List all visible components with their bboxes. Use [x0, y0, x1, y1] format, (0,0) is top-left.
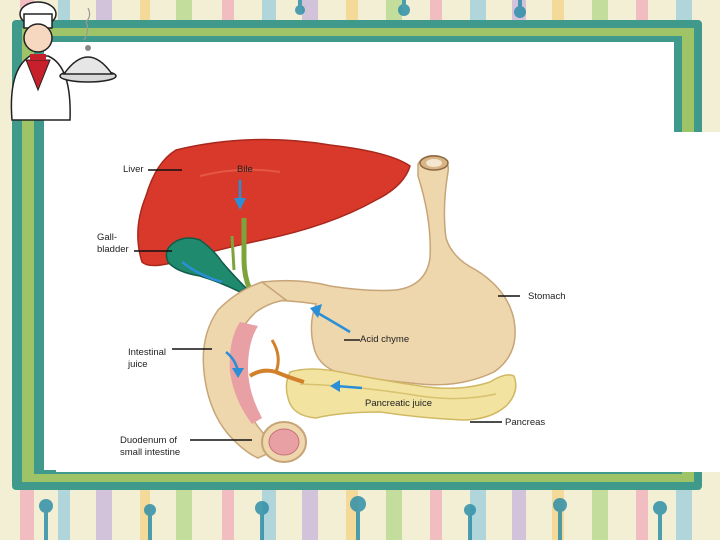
- label-liver: Liver: [123, 164, 144, 175]
- gallbladder-arrow: [181, 261, 223, 284]
- waiter-clipart-icon: [10, 1, 117, 121]
- pancreatic-juice-arrow: [335, 384, 363, 390]
- label-intestinal-juice-line2: juice: [128, 359, 148, 370]
- label-gallbladder-line1: Gall-: [97, 232, 118, 243]
- duodenum-shape: [202, 281, 288, 459]
- liver-shape: [137, 138, 411, 267]
- label-pancreas: Pancreas: [505, 417, 546, 428]
- leader-lines: [134, 169, 520, 441]
- label-gallbladder-line2: bladder: [97, 244, 129, 255]
- label-pancreatic-juice: Pancreatic juice: [365, 398, 433, 409]
- pancreas-shape: [285, 368, 517, 421]
- label-intestinal-juice-line1: Intestinal: [128, 347, 167, 358]
- label-duodenum-line2: small intestine: [120, 447, 181, 458]
- utensil-decorations: [39, 0, 667, 540]
- label-duodenum: Duodenum of small intestine: [120, 435, 180, 459]
- label-duodenum-line1: Duodenum of: [120, 435, 178, 446]
- label-gallbladder: Gall- bladder: [97, 232, 129, 256]
- label-bile: Bile: [237, 164, 253, 175]
- label-stomach: Stomach: [528, 291, 566, 302]
- flow-arrows: [181, 180, 363, 392]
- label-intestinal-juice: Intestinal juice: [128, 347, 166, 371]
- label-acid-chyme: Acid chyme: [360, 334, 410, 345]
